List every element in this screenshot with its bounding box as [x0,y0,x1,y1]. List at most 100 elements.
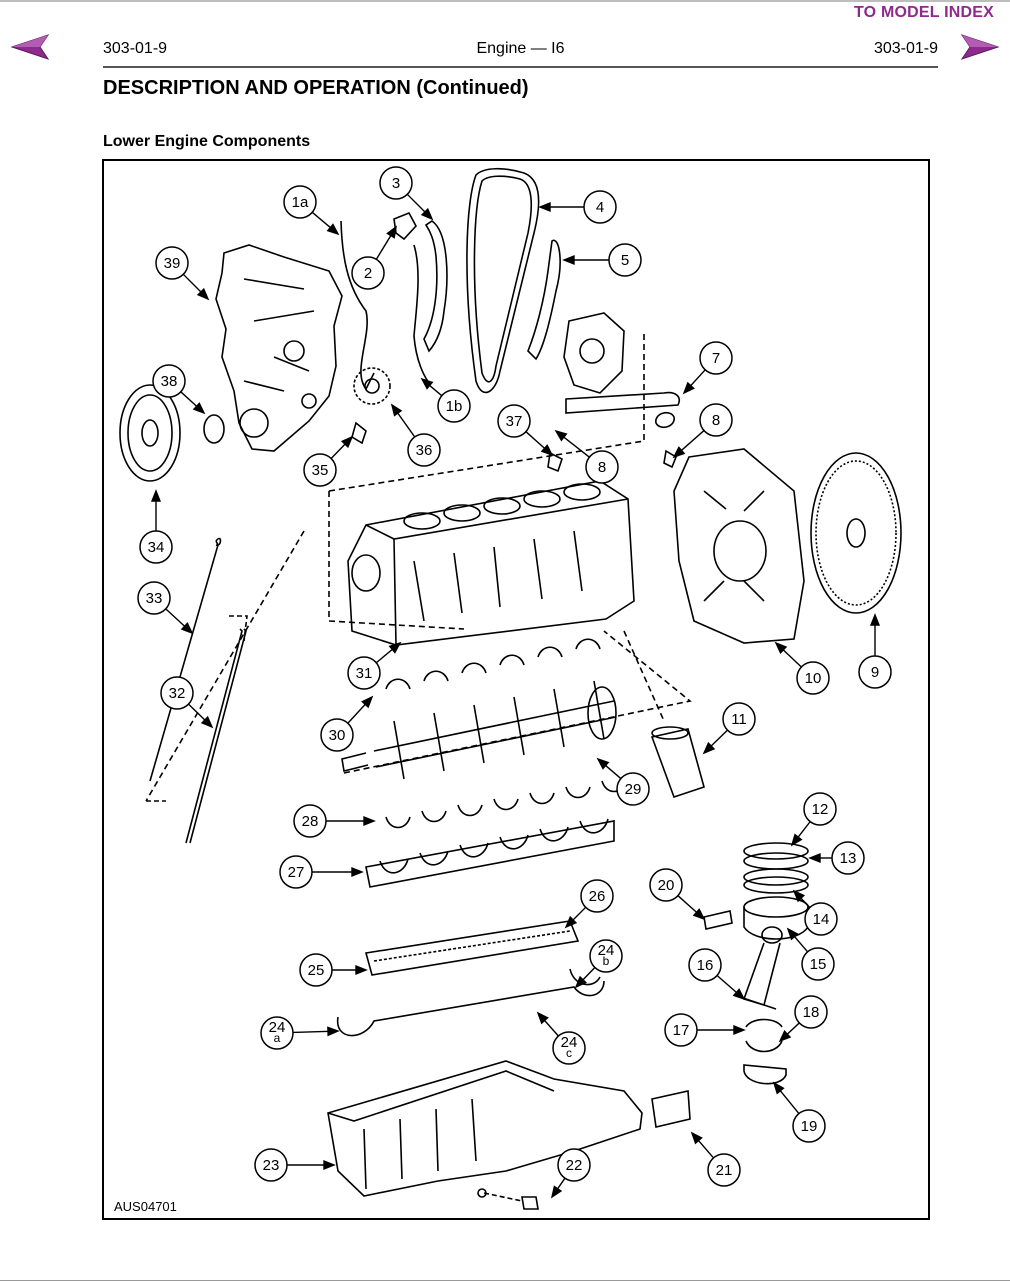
leader-line-38 [180,391,199,409]
callout-36: 36 [407,433,441,467]
engine-block-drawing [347,480,635,646]
callout-4: 4 [583,190,617,224]
callout-circle-36 [407,433,441,467]
callout-circle-1b [437,389,471,423]
leader-arrowhead-33 [180,622,194,635]
adapter-plate-drawing [673,448,805,644]
callout-label-34: 34 [148,539,165,556]
leader-line-31 [375,647,395,664]
callout-label-20: 20 [658,877,675,894]
leader-line-1a [311,211,333,230]
page-header-title: Engine — I6 [476,40,565,57]
piston-drawing [743,896,809,940]
callout-label-38: 38 [161,373,178,390]
callout-label-26: 26 [589,888,606,905]
callout-34: 34 [139,530,173,564]
flywheel-drawing [810,452,902,614]
callout-label-4: 4 [596,199,604,216]
callout-label-28: 28 [302,813,319,830]
leader-arrowhead-31 [388,641,402,654]
baffle-drawing [651,1090,691,1128]
callout-29: 29 [616,772,650,806]
callout-label-21: 21 [716,1162,733,1179]
leader-line-26 [571,906,587,922]
callout-17: 17 [664,1013,698,1047]
callout-label-11: 11 [731,711,747,728]
timing-cover-drawing [215,244,343,452]
leader-line-36 [396,411,416,438]
leader-arrowhead-15 [786,927,799,941]
leader-arrowhead-8a [672,446,686,459]
callout-circle-24c [552,1031,586,1065]
callout-circle-4 [583,190,617,224]
leader-line-2 [375,233,393,260]
callout-label-33: 33 [146,590,163,607]
lower-bearing-shells-drawing [385,780,627,829]
callout-14: 14 [804,902,838,936]
leader-line-10 [781,647,802,668]
callout-8a: 8 [699,403,733,437]
callout-circle-15 [801,947,835,981]
callout-22: 22 [557,1148,591,1182]
callout-20: 20 [649,868,683,902]
callout-label-9: 9 [871,664,879,681]
callout-circle-19 [792,1109,826,1143]
rod-bearing-lower-drawing [745,1040,783,1053]
leader-arrowhead-1a [326,223,340,236]
oil-pump-drawing [563,312,625,394]
callout-16: 16 [688,948,722,982]
timing-chain-drawing [466,167,540,394]
leader-arrowhead-35 [340,435,354,449]
figure-subheading: Lower Engine Components [103,133,311,150]
callout-label-10: 10 [805,670,822,687]
callout-circle-29 [616,772,650,806]
to-model-index-link[interactable]: TO MODEL INDEX [853,4,994,21]
callout-label-7: 7 [712,350,720,367]
callout-label-3: 3 [392,175,400,192]
callout-circle-16 [688,948,722,982]
leader-arrowhead-24a [327,1026,340,1037]
callout-label-32: 32 [169,685,186,702]
callout-circle-35 [303,453,337,487]
front-seal-drawing [203,414,225,444]
crankshaft-drawing [341,680,617,780]
callout-circle-37 [497,404,531,438]
leader-arrowhead-14 [792,889,806,903]
sensor-drawing [393,211,417,241]
callout-21: 21 [707,1153,741,1187]
leader-line-30 [347,702,368,724]
dipstick-tube-drawing [185,628,243,844]
drain-plug-drawing [521,1196,539,1210]
callout-label-22: 22 [566,1157,583,1174]
callout-label-5: 5 [621,252,629,269]
dowel-drawing [663,449,677,469]
previous-page-arrow-icon[interactable] [10,33,50,61]
callout-10: 10 [796,661,830,695]
crankshaft-damper-drawing [119,384,181,482]
leader-arrowhead-38 [192,402,206,415]
leader-arrowhead-24b [574,975,588,989]
callout-38: 38 [152,364,186,398]
callout-label-27: 27 [288,864,305,881]
callout-circle-2 [351,256,385,290]
tensioner-arm-drawing [527,239,561,361]
callout-label-19: 19 [801,1118,818,1135]
dipstick-drawing [149,540,219,782]
header-rule [103,66,938,68]
callout-label-35: 35 [312,462,329,479]
callout-label-14: 14 [813,911,830,928]
leader-arrowhead-1b [420,377,434,390]
leader-arrowhead-24c [536,1011,549,1025]
piston-pin-drawing [703,910,733,930]
leader-arrowhead-27 [351,866,364,878]
page-number-left: 303-01-9 [103,40,168,57]
callout-circle-39 [155,246,189,280]
leader-line-21 [696,1138,715,1159]
leader-arrowhead-2 [386,225,397,239]
next-page-arrow-icon[interactable] [960,33,1000,61]
callout-33: 33 [137,581,171,615]
leader-arrowhead-30 [361,695,374,709]
